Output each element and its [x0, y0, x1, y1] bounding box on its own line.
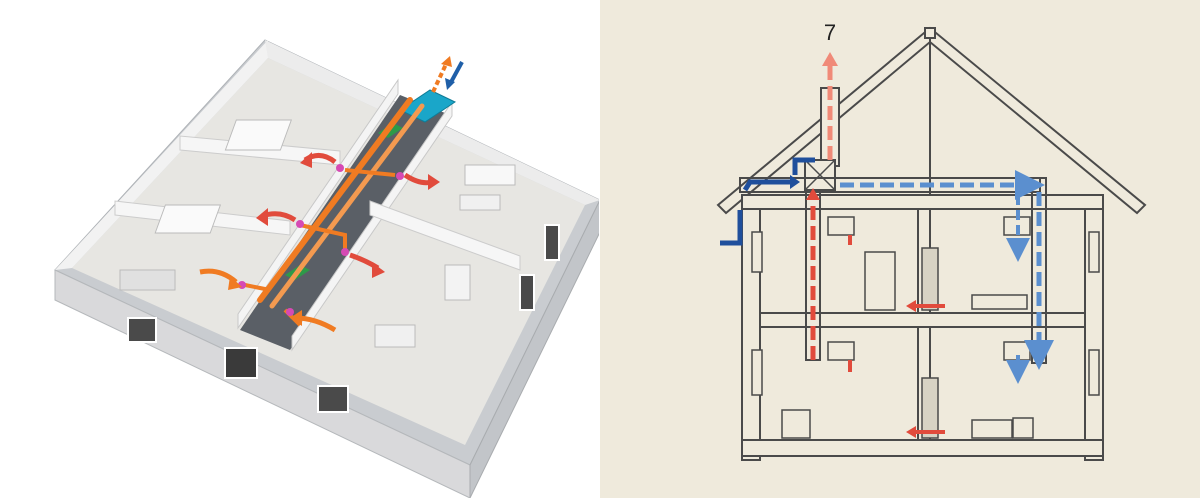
interior-wall-corridor-left: [237, 78, 399, 330]
bed-1: [224, 119, 293, 151]
shower-cabin: [864, 251, 896, 311]
extract-duct-main: [269, 103, 425, 309]
ground-floor: [741, 439, 1104, 457]
isometric-apartment-panel: [0, 0, 601, 499]
exhaust-air-up-head: [822, 52, 838, 66]
radiator-lower-right: [1088, 349, 1100, 396]
armchair-lower: [1012, 417, 1034, 439]
valve-1: [336, 164, 344, 172]
vent-upper-left: [827, 216, 855, 236]
middle-floor: [759, 312, 1086, 328]
window-side-2: [544, 224, 560, 261]
valve-2: [396, 172, 404, 180]
dining-table: [374, 324, 416, 348]
attic-floor: [741, 194, 1104, 210]
supply-arrowhead-bedroom-1: [300, 152, 312, 168]
window-front-2: [224, 347, 258, 379]
supply-duct-main: [257, 97, 413, 303]
fresh-air-roof-arrow: [742, 179, 795, 192]
stove: [781, 409, 811, 439]
door-lower: [921, 377, 939, 439]
door-upper: [921, 247, 939, 311]
outdoor-intake-arrowhead: [445, 78, 455, 90]
isometric-apartment-svg: [54, 39, 601, 499]
extract-arrowhead-kitchen: [228, 276, 242, 290]
radiator-lower-left: [751, 349, 763, 396]
house-section-svg: 7: [716, 20, 1147, 461]
extract-arrowhead-bathroom: [290, 310, 302, 326]
extract-lower-room-head: [906, 426, 916, 438]
fresh-air-top-inlet: [792, 157, 815, 175]
extract-bathroom-head: [906, 300, 916, 312]
radiator-upper-left: [751, 231, 763, 273]
fresh-air-roof-arrowhead: [790, 175, 800, 189]
coffee-table: [459, 194, 501, 211]
valve-4: [341, 248, 349, 256]
house-section-panel: 7: [600, 0, 1200, 498]
supply-arrowhead-bedroom-2: [256, 208, 268, 226]
sofa: [464, 164, 516, 186]
exhaust-out-arrow: [431, 61, 449, 93]
corridor-floor: [240, 95, 450, 350]
bed-2: [154, 204, 222, 234]
kitchen-counter: [119, 269, 176, 291]
bed-upper: [971, 294, 1028, 310]
roof-ridge-cap: [924, 27, 936, 39]
outdoor-intake-arrow: [448, 61, 464, 85]
back-wall-left: [55, 40, 268, 270]
window-side-1: [519, 274, 535, 311]
duct-branch-2: [299, 223, 347, 250]
fresh-air-intake-arrow: [720, 210, 743, 246]
exhaust-out-arrowhead: [441, 56, 452, 67]
valve-3: [296, 220, 304, 228]
duct-branch-1: [344, 168, 396, 177]
vent-lower-left: [827, 341, 855, 361]
duct-branch-3: [244, 283, 271, 292]
exhaust-label: 7: [824, 20, 836, 45]
interior-wall-room-3: [369, 200, 521, 271]
valve-6: [286, 308, 294, 316]
wardrobe: [444, 264, 471, 301]
sofa-lower: [971, 419, 1013, 439]
recuperator-diagonal-2: [804, 159, 836, 191]
window-front-3: [317, 385, 349, 413]
supply-arrowhead-dining: [372, 262, 385, 278]
supply-arrowhead-living: [428, 174, 440, 190]
extract-air-vertical-head: [806, 188, 820, 200]
radiator-upper-right: [1088, 231, 1100, 273]
window-front-1: [127, 317, 157, 343]
